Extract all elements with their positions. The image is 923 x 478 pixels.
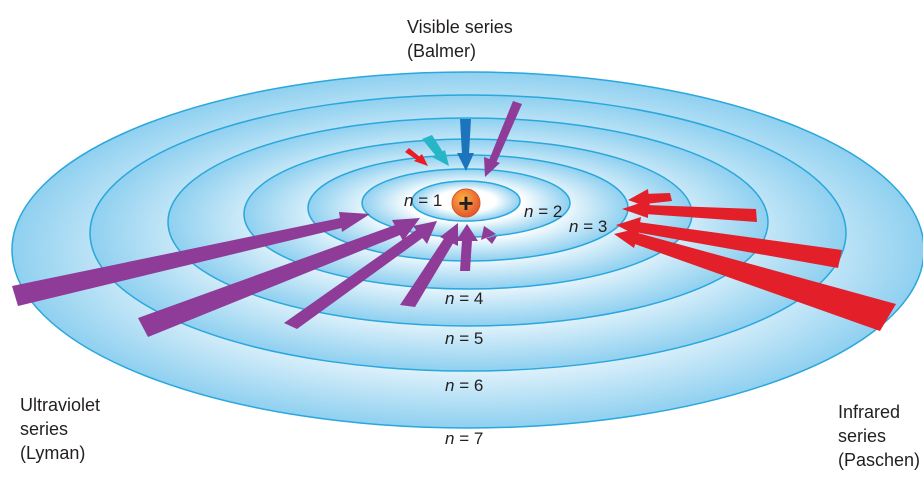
lyman-arrow-from-5	[284, 228, 428, 329]
balmer-arrow-violet	[489, 101, 522, 163]
infrared-series-line2: series	[838, 426, 887, 446]
lyman-arrow-from-2-head	[481, 226, 496, 240]
balmer-arrow-red-head	[414, 154, 428, 166]
infrared-series-label: Infrared series (Paschen)	[838, 400, 920, 472]
lyman-arrow-from-6	[138, 224, 405, 337]
orbit-label-n5: n = 5	[445, 329, 483, 348]
nucleus-circle	[451, 188, 481, 218]
orbit-label-n2: n = 2	[524, 202, 562, 221]
paschen-arrow-from-4	[643, 193, 672, 204]
visible-series-label: Visible series (Balmer)	[407, 15, 513, 63]
lyman-arrow-from-4-head	[440, 223, 458, 246]
orbit-label-n6: n = 6	[445, 376, 483, 395]
ultraviolet-series-line3: (Lyman)	[20, 443, 86, 463]
ultraviolet-series-line2: series	[20, 419, 69, 439]
infrared-series-line1: Infrared	[838, 402, 901, 422]
balmer-arrow-blue	[460, 119, 471, 154]
lyman-arrow-from-7-head	[339, 212, 370, 232]
orbit-label-n7: n = 7	[445, 429, 483, 448]
orbit-labels: n = 1 n = 2 n = 3 n = 4 n = 5 n = 6 n = …	[404, 191, 607, 448]
infrared-series-line3: (Paschen)	[838, 450, 921, 470]
paschen-arrows	[614, 189, 896, 331]
lyman-arrow-from-3-head	[456, 224, 478, 241]
balmer-arrow-cyan	[422, 135, 443, 156]
balmer-arrows	[405, 101, 522, 177]
nucleus-plus-sign: +	[458, 188, 473, 218]
lyman-arrow-from-3	[460, 240, 472, 271]
paschen-arrow-from-7-head	[614, 228, 640, 248]
paschen-arrow-from-5	[645, 205, 757, 222]
lyman-arrow-from-4	[400, 237, 455, 307]
visible-series-line2: (Balmer)	[407, 41, 477, 61]
paschen-arrow-from-7	[632, 233, 896, 331]
paschen-arrow-from-5-head	[622, 200, 649, 218]
lyman-arrows	[12, 212, 497, 337]
orbit-label-n4: n = 4	[445, 289, 483, 308]
nucleus: +	[451, 188, 481, 218]
paschen-arrow-from-6	[635, 222, 842, 268]
orbit-label-n1: n = 1	[404, 191, 442, 210]
ultraviolet-series-label: Ultraviolet series (Lyman)	[20, 393, 100, 465]
balmer-arrow-cyan-head	[432, 150, 449, 166]
lyman-arrow-from-6-head	[392, 218, 420, 241]
ultraviolet-series-line1: Ultraviolet	[20, 395, 101, 415]
lyman-arrow-from-5-head	[413, 221, 437, 244]
balmer-arrow-blue-head	[457, 153, 474, 171]
orbit-label-n3: n = 3	[569, 217, 607, 236]
balmer-arrow-violet-head	[484, 157, 500, 177]
visible-series-line1: Visible series	[407, 17, 513, 37]
lyman-arrow-from-2	[486, 236, 497, 244]
balmer-arrow-red	[405, 148, 420, 160]
lyman-arrow-from-7	[12, 217, 350, 306]
